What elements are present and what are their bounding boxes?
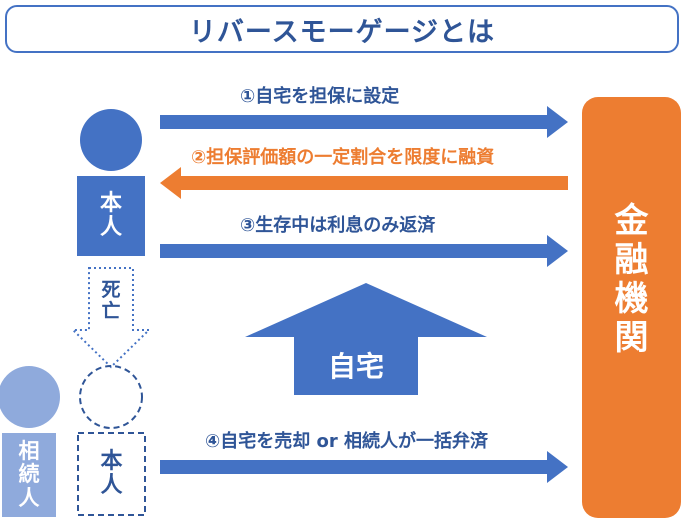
arrow-step3 bbox=[160, 235, 568, 267]
bank-box bbox=[582, 97, 681, 518]
arrow-step2 bbox=[160, 167, 568, 199]
ghost-body bbox=[77, 432, 146, 516]
heir-head bbox=[0, 366, 60, 428]
person-label: 本 人 bbox=[99, 190, 122, 240]
death-arrow bbox=[70, 267, 152, 369]
heir-body bbox=[2, 433, 56, 517]
step4-label: ④自宅を売却 or 相続人が一括弁済 bbox=[205, 431, 489, 452]
arrow-step1 bbox=[160, 106, 568, 138]
person-body bbox=[77, 176, 145, 256]
arrow-step4 bbox=[160, 451, 568, 483]
page-title: リバースモーゲージとは bbox=[188, 16, 496, 48]
title-box: リバースモーゲージとは bbox=[5, 5, 679, 53]
house-label: 自宅 bbox=[327, 350, 384, 383]
ghost-head bbox=[79, 365, 143, 429]
step2-label: ②担保評価額の一定割合を限度に融資 bbox=[191, 147, 495, 168]
step3-label: ③生存中は利息のみ返済 bbox=[240, 215, 436, 236]
death-label: 死 亡 bbox=[101, 279, 121, 322]
bank-label: 金 融 機 関 bbox=[614, 200, 649, 359]
heir-label: 相 続 人 bbox=[18, 439, 40, 510]
person-head bbox=[80, 109, 142, 171]
step1-label: ①自宅を担保に設定 bbox=[240, 86, 400, 107]
house-arrow bbox=[245, 283, 487, 395]
ghost-label: 本 人 bbox=[100, 448, 123, 498]
